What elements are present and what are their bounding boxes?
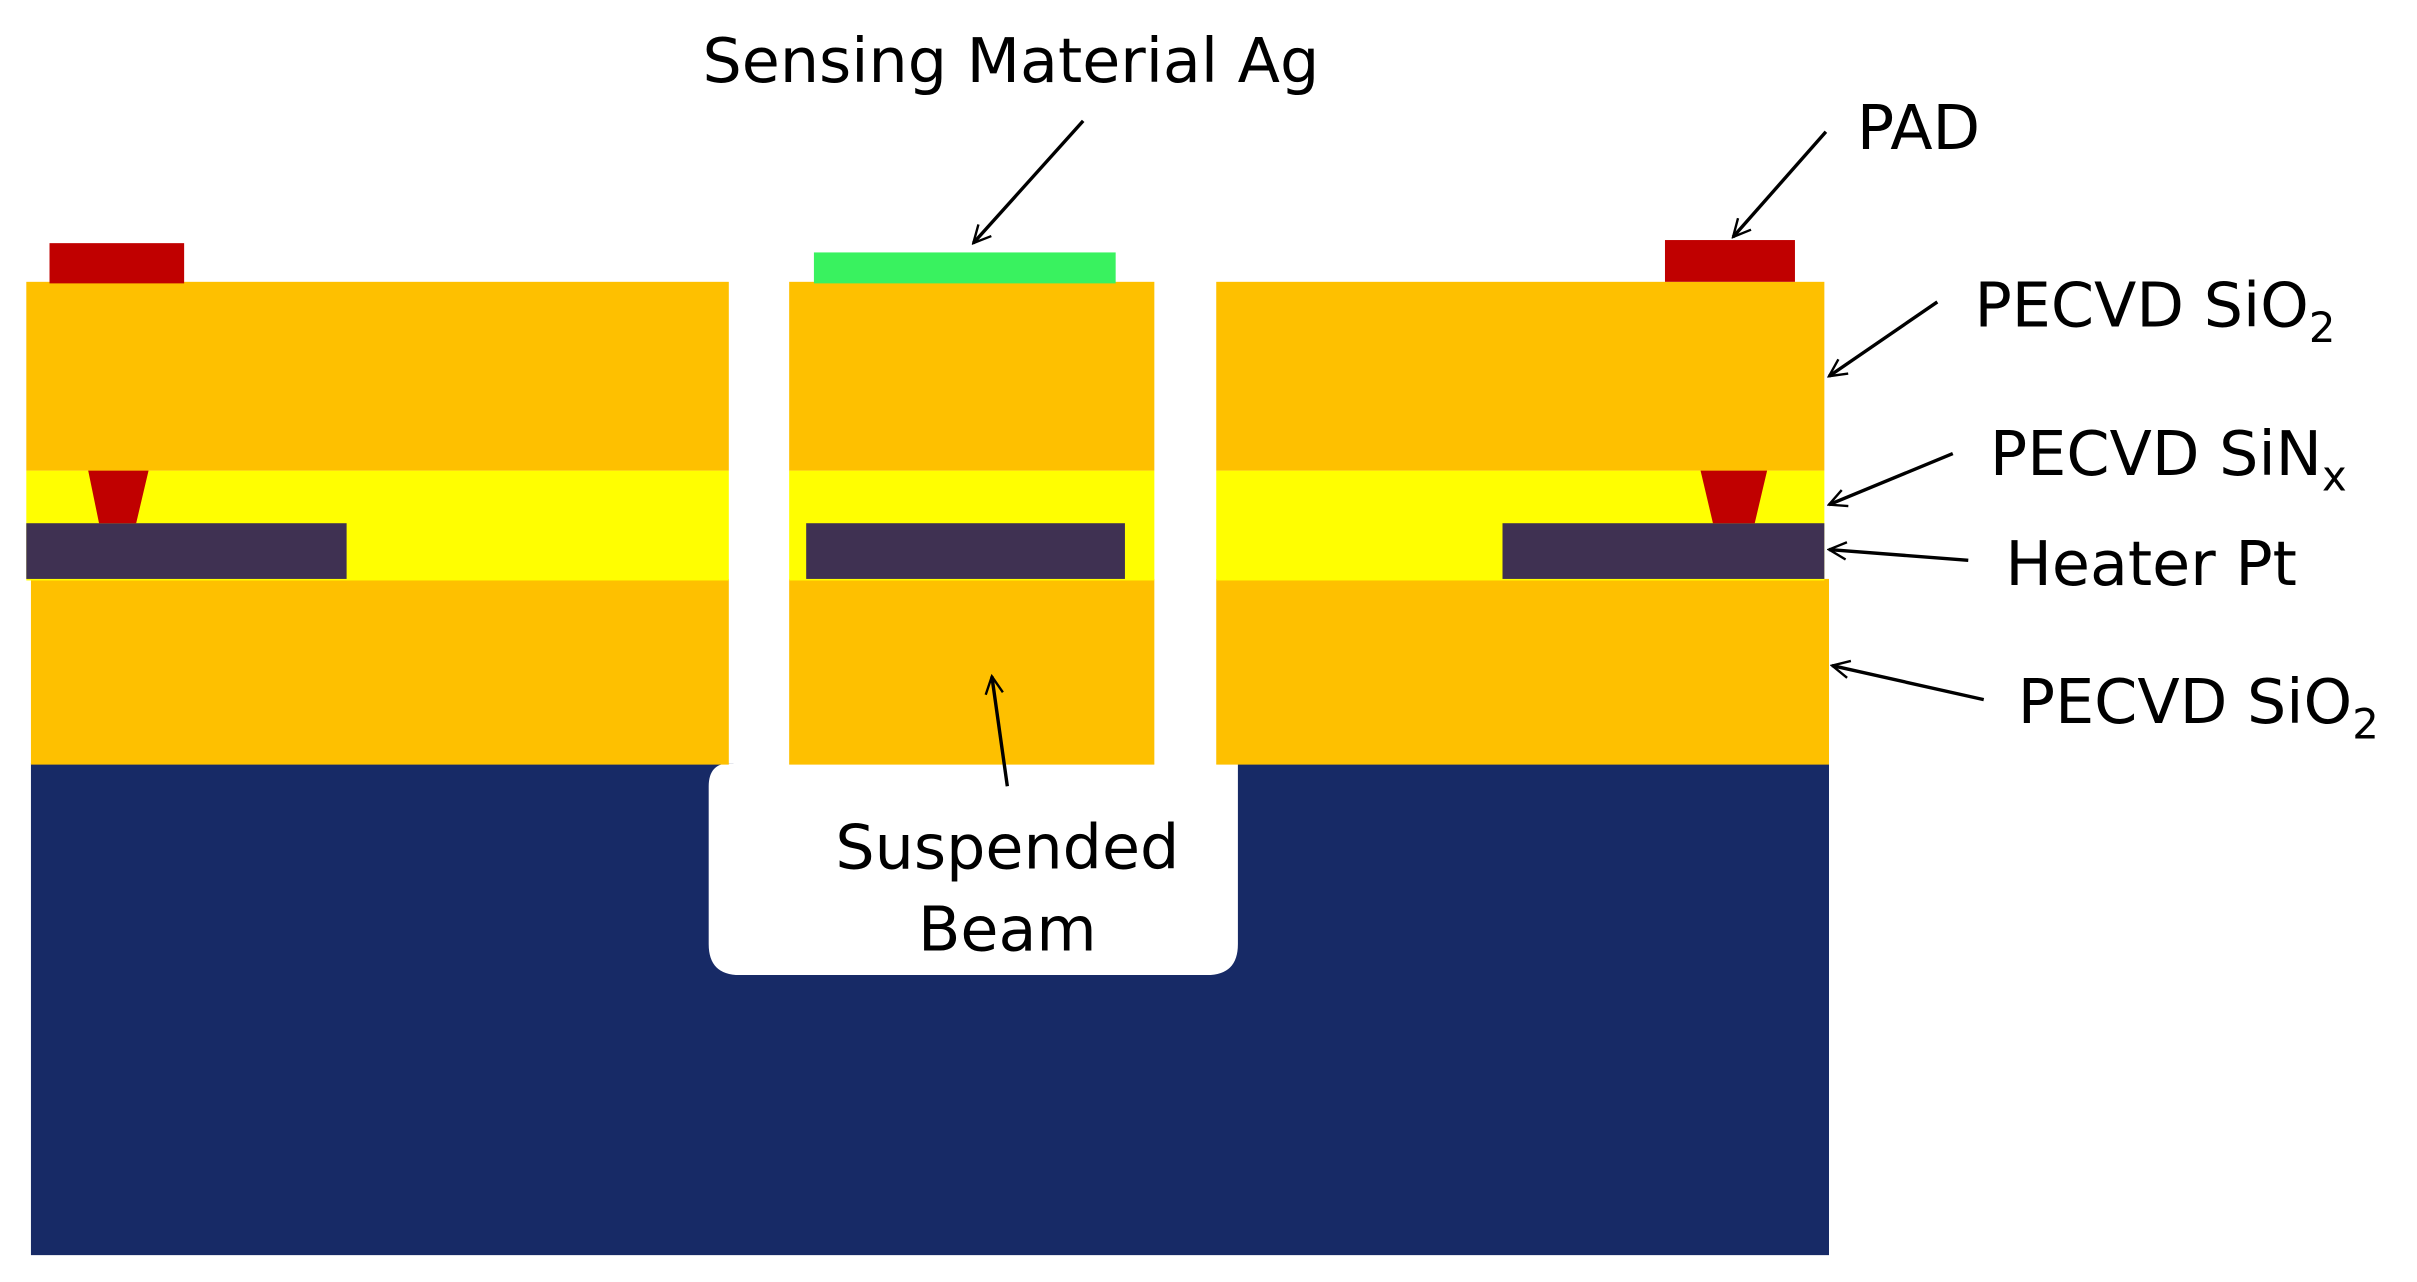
cavity bbox=[708, 278, 1238, 976]
label-pecvd-sio2-bottom-sub: 2 bbox=[2352, 699, 2379, 748]
label-pecvd-sio2-bottom: PECVD SiO2 bbox=[2018, 666, 2379, 748]
arrow-pad bbox=[1733, 130, 1828, 237]
arrow-suspended-beam bbox=[992, 676, 1010, 787]
beam-sio2-top bbox=[789, 281, 1155, 471]
label-pecvd-sio2-bottom-main: PECVD SiO bbox=[2018, 666, 2352, 738]
arrow-sensing-material bbox=[973, 119, 1085, 243]
arrow-heater-pt bbox=[1829, 550, 1969, 563]
label-suspended: Suspended bbox=[835, 811, 1179, 883]
beam-sio2-bottom bbox=[789, 578, 1155, 765]
right-sio2-bottom bbox=[1216, 578, 1829, 765]
left-via bbox=[88, 470, 149, 524]
label-pecvd-sinx-main: PECVD SiN bbox=[1990, 418, 2322, 490]
label-pecvd-sio2-top-main: PECVD SiO bbox=[1974, 270, 2308, 342]
label-pecvd-sio2-top: PECVD SiO2 bbox=[1974, 270, 2335, 352]
label-pad: PAD bbox=[1857, 92, 1980, 164]
right-pad bbox=[1664, 240, 1795, 282]
arrow-pecvd-sio2-bottom bbox=[1832, 666, 1985, 702]
left-heater-pt bbox=[26, 523, 347, 579]
right-heater-pt bbox=[1502, 523, 1825, 579]
label-pecvd-sio2-top-sub: 2 bbox=[2309, 303, 2336, 352]
sensing-material-ag bbox=[813, 252, 1116, 284]
right-sio2-top bbox=[1216, 281, 1825, 471]
beam-heater-pt bbox=[806, 523, 1125, 579]
arrow-pecvd-sio2-top bbox=[1829, 300, 1939, 376]
label-pecvd-sinx-sub: x bbox=[2322, 452, 2347, 501]
label-pecvd-sinx: PECVD SiNx bbox=[1990, 418, 2347, 500]
left-sio2-bottom bbox=[30, 578, 729, 765]
right-via bbox=[1700, 470, 1768, 524]
left-pad bbox=[49, 243, 185, 284]
left-sio2-top bbox=[26, 281, 729, 471]
arrow-pecvd-sinx bbox=[1829, 452, 1954, 505]
label-heater-pt: Heater Pt bbox=[2005, 528, 2297, 600]
label-beam: Beam bbox=[918, 893, 1097, 965]
label-sensing-material: Sensing Material Ag bbox=[703, 25, 1320, 97]
